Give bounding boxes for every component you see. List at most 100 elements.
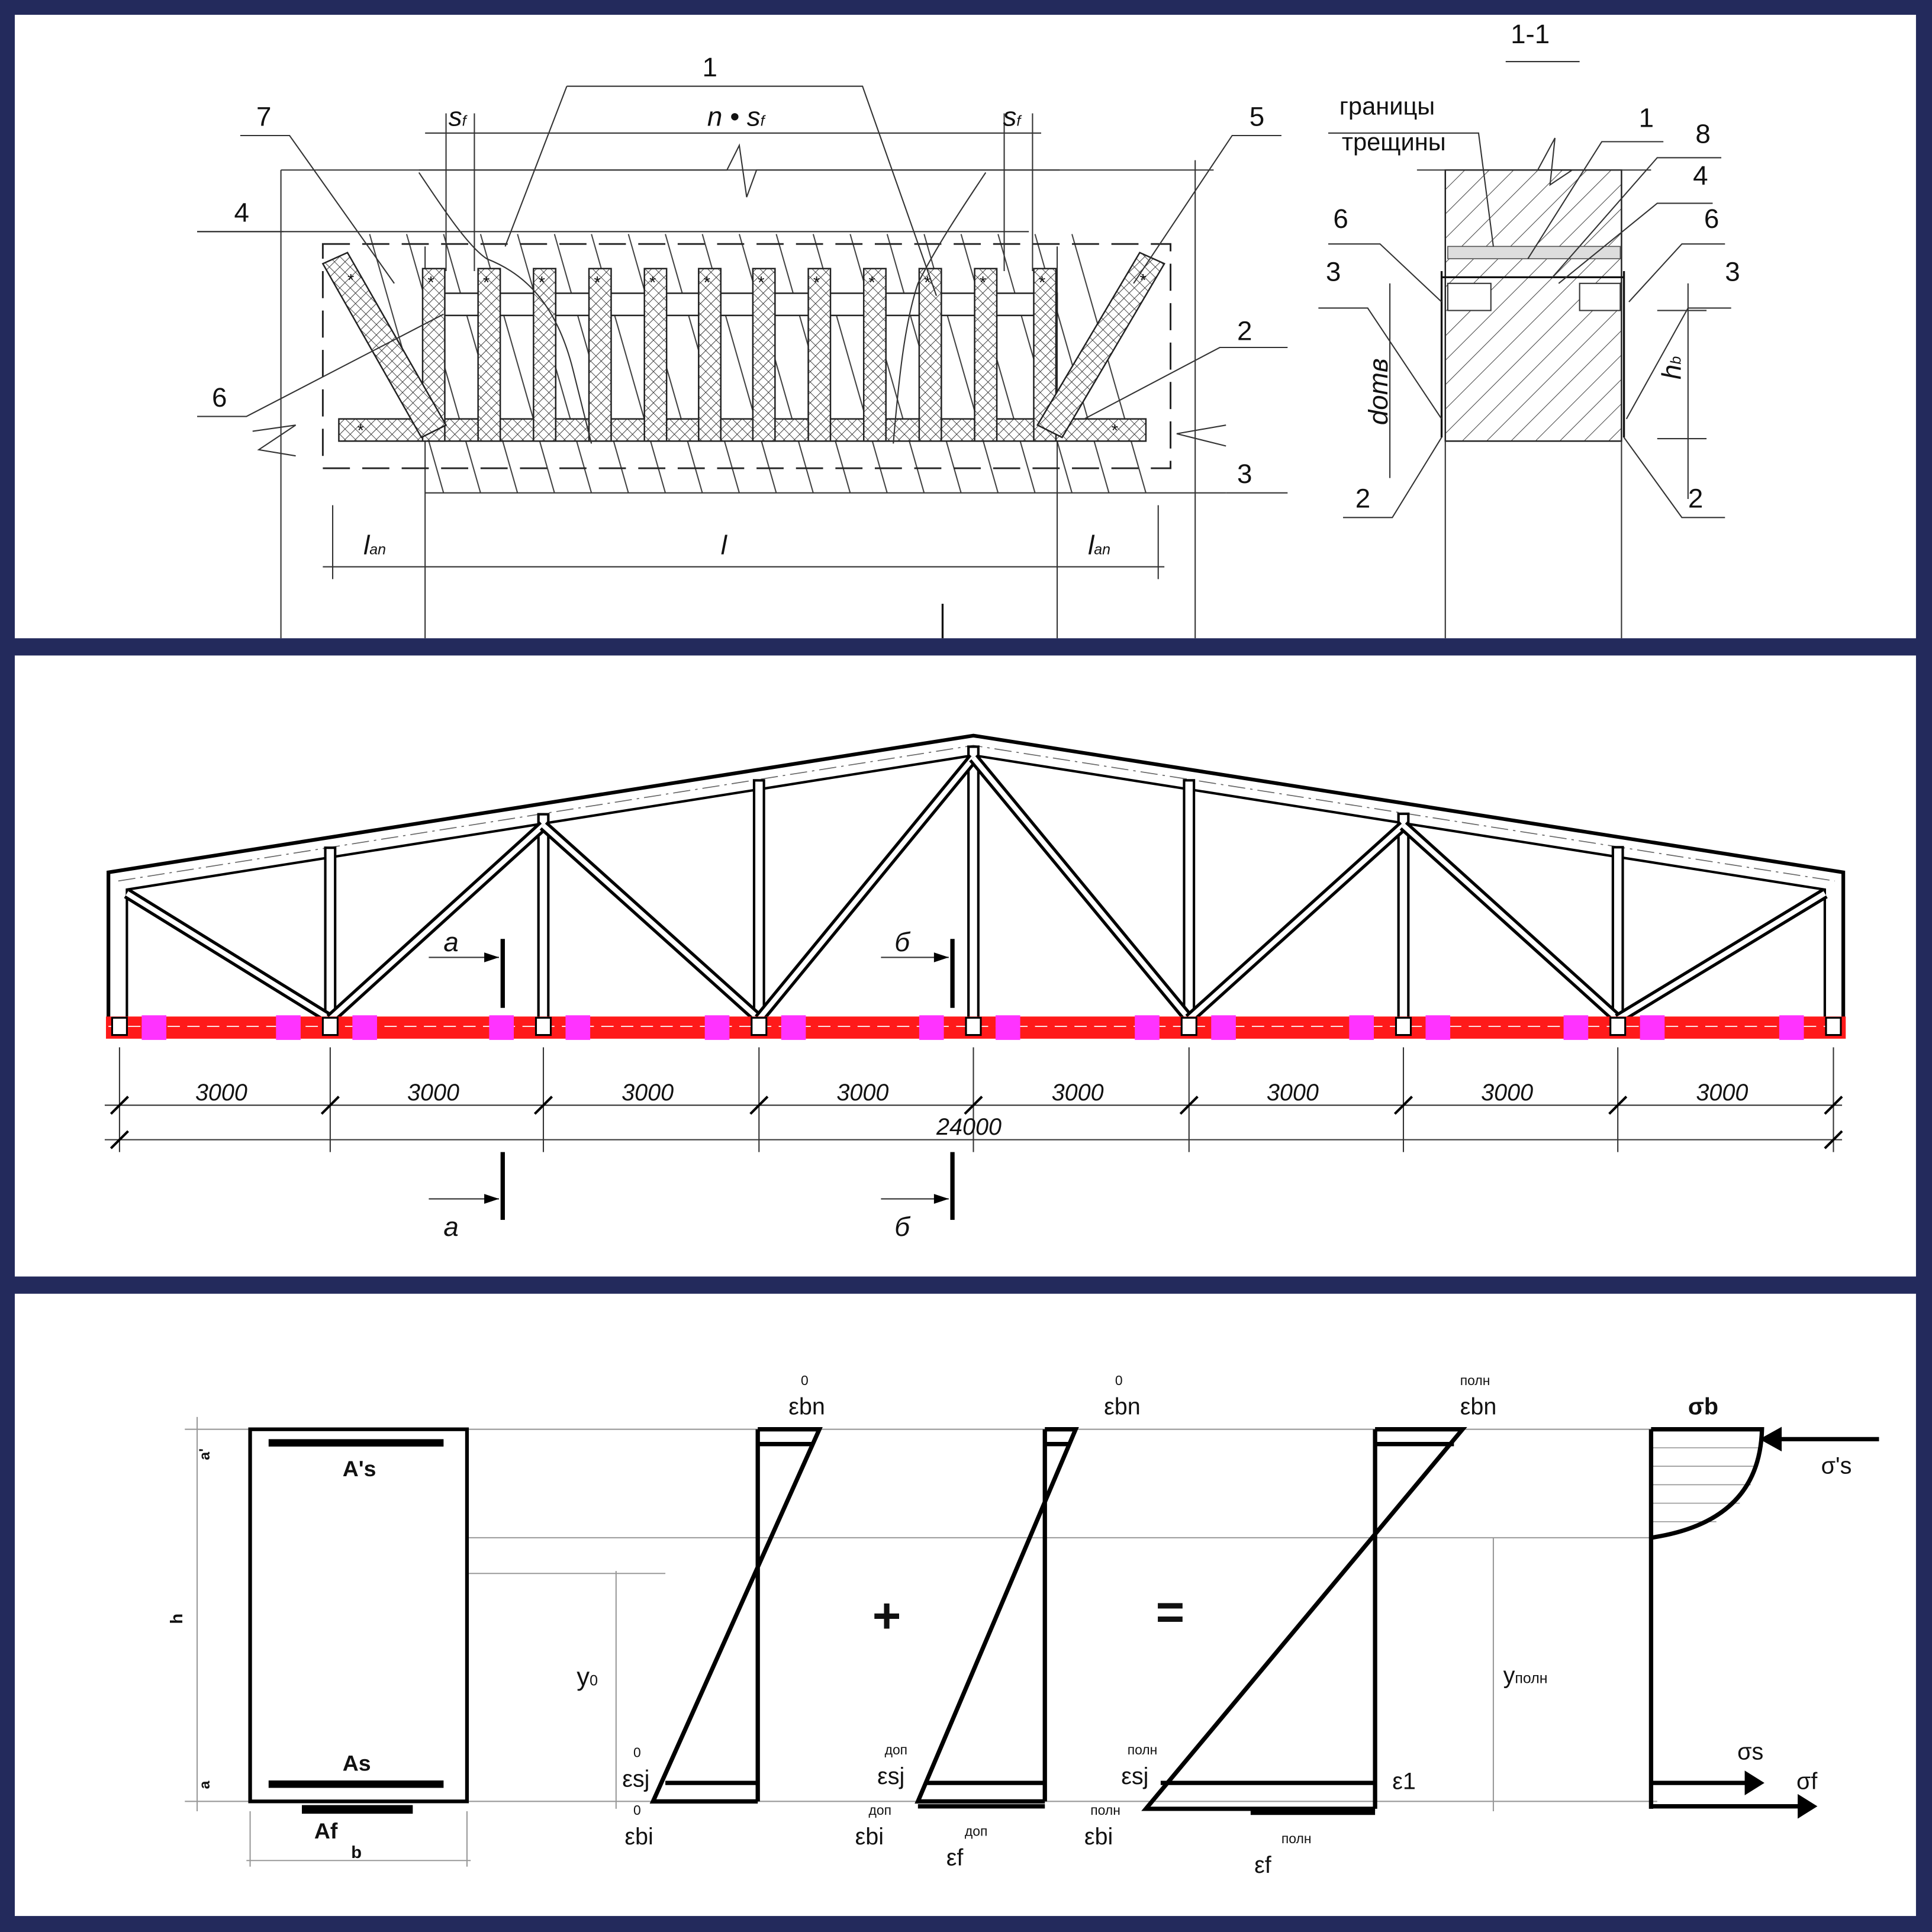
eps-bn-0: εbn — [1104, 1394, 1141, 1420]
label-As-top: A's — [343, 1456, 376, 1481]
beam-cross-section — [248, 1427, 469, 1804]
anchor-mark: * — [358, 421, 364, 440]
l-an-label-right: l — [1088, 530, 1095, 561]
crack-boundary-label-2: трещины — [1342, 128, 1446, 156]
anchor-mark: * — [704, 273, 710, 292]
truss-vertical — [967, 745, 980, 1026]
stress-diagram: σb σ's σs σf — [1648, 1394, 1879, 1819]
frp-stirrup-strip — [643, 268, 668, 442]
dimension-tick — [1179, 1096, 1199, 1115]
truss-diagonal-inner — [757, 756, 975, 1021]
anchor-mark: * — [758, 273, 764, 292]
beam-outline — [197, 143, 1226, 639]
panel-dimension-label: 3000 — [622, 1080, 674, 1106]
sup: полн — [1128, 1742, 1158, 1757]
anchor-pad — [141, 1015, 167, 1040]
panel-1-background — [14, 14, 1916, 639]
eps-bi-total: εbi — [1084, 1824, 1113, 1850]
svg-text:sf: sf — [449, 101, 468, 131]
dimension-tick — [1608, 1096, 1628, 1115]
label-h: h — [168, 1614, 186, 1624]
section-mark-a-top: а — [443, 927, 458, 957]
sigma-s-top: σ's — [1821, 1453, 1852, 1479]
strain-diagram-total: εbn полн εsj полн εbi полн εf полн ε1 yп… — [1084, 1373, 1548, 1878]
sub: b — [1667, 356, 1684, 365]
sub: f — [462, 112, 468, 129]
frp-stirrup-strip — [533, 268, 557, 442]
section-1-1: 1-1 границы трещины 1 8 4 6 3 — [1318, 19, 1740, 639]
sub: полн — [1515, 1670, 1547, 1687]
sub: f — [761, 112, 767, 129]
l-label: l — [721, 530, 728, 561]
truss-vertical — [1183, 779, 1196, 1027]
section-title: 1-1 — [1511, 19, 1550, 49]
strain-diagram-initial: εbn 0 εsj 0 εbi 0 y0 — [577, 1373, 825, 1850]
section-mark-a-bottom: а — [443, 1212, 458, 1242]
svg-text:y0: y0 — [577, 1663, 598, 1692]
eps-f-total: εf — [1254, 1852, 1272, 1878]
dimension-tick — [1824, 1130, 1843, 1149]
callout-3: 3 — [1326, 257, 1341, 287]
dashed-zone-outline — [321, 243, 1172, 469]
eps-bi-add: εbi — [855, 1824, 884, 1850]
truss-diagonal-inner — [971, 756, 1191, 1021]
label-As: As — [343, 1750, 371, 1775]
callout-2: 2 — [1237, 316, 1252, 346]
callout-7: 7 — [256, 101, 271, 131]
svg-text:sf: sf — [1003, 101, 1022, 131]
dimension-tick — [749, 1096, 769, 1115]
l-an-label-left: l — [363, 530, 371, 561]
chord-node — [1395, 1016, 1412, 1036]
eps-f-add: εf — [946, 1845, 964, 1871]
equals-sign: = — [1156, 1585, 1185, 1640]
plus-sign: + — [872, 1588, 901, 1643]
top-chord-outer — [107, 733, 1846, 1038]
frp-stirrup-strip — [588, 268, 612, 442]
anchor-mark: * — [1140, 271, 1147, 290]
anchor-mark: * — [347, 271, 354, 290]
anchor-pad — [1425, 1015, 1451, 1040]
anchor-pad — [489, 1015, 514, 1040]
chord-node — [534, 1016, 552, 1036]
frp-inclined-strip-right — [1036, 252, 1165, 439]
eps-bn-0: εbn — [788, 1394, 825, 1420]
chord-node — [751, 1016, 768, 1036]
hatch-line — [1071, 234, 1147, 493]
callout-4: 4 — [234, 198, 249, 228]
anchor-mark: * — [594, 273, 600, 292]
truss-diagonal-inner — [1402, 823, 1619, 1021]
anchor-mark: * — [1112, 421, 1118, 440]
truss-frame — [106, 733, 1846, 1040]
sub: an — [369, 542, 386, 558]
label-a: a — [197, 1780, 213, 1789]
crack-line-right — [893, 172, 987, 444]
chord-node — [1825, 1016, 1842, 1036]
callout-8: 8 — [1695, 118, 1710, 149]
panel-dimension-label: 3000 — [836, 1080, 888, 1106]
dimension-tick — [110, 1096, 129, 1115]
callout-numbers: 1 7 4 5 2 6 3 — [212, 52, 1264, 489]
sup: 0 — [633, 1744, 641, 1760]
chord-node — [111, 1016, 128, 1036]
anchor-mark: * — [539, 273, 545, 292]
chord-node — [1609, 1016, 1627, 1036]
truss-diagonal-inner — [329, 823, 545, 1021]
dimension-labels: sf n • sf sf lan l lan — [363, 101, 1110, 560]
truss-vertical — [324, 846, 337, 1026]
sup: полн — [1090, 1802, 1120, 1818]
crack-line-left — [418, 172, 593, 444]
anchor-mark: * — [649, 273, 656, 292]
eps-sj-add: εsj — [877, 1763, 904, 1789]
truss-diagonal-inner — [1617, 891, 1827, 1022]
svg-text:yполн: yполн — [1503, 1663, 1548, 1689]
y0-label: y — [577, 1663, 590, 1692]
callout-1: 1 — [703, 52, 717, 82]
truss-diagonal-inner — [125, 891, 332, 1022]
callout-1: 1 — [1639, 102, 1654, 133]
panel-3-background — [14, 1293, 1916, 1916]
anchor-pad — [276, 1015, 301, 1040]
anchor-strip-top — [424, 292, 1058, 317]
callout-2: 2 — [1688, 484, 1703, 514]
svg-text:hb: hb — [1656, 356, 1686, 379]
